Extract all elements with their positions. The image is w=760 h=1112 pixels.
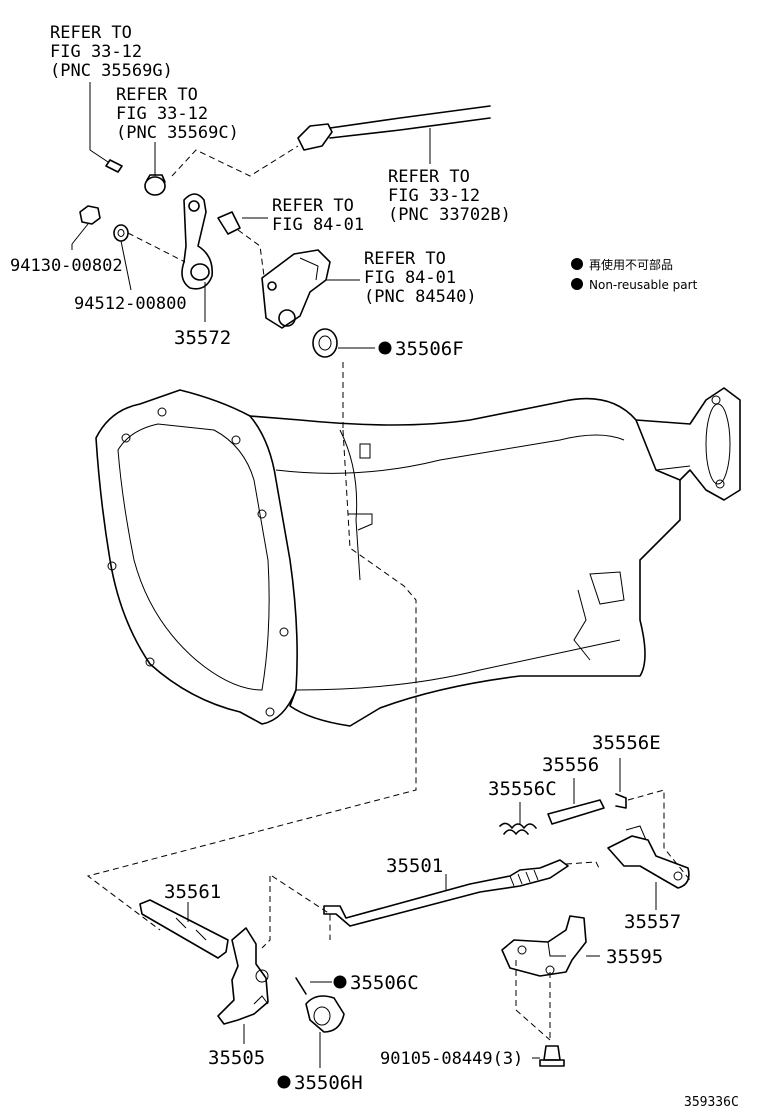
shaft-35561-drawing: [139, 899, 229, 959]
ref-84540-line-2: FIG 84-01: [364, 268, 456, 288]
ref-fig-84-01-line-1: REFER TO: [272, 196, 354, 216]
part-number-35556: 35556: [542, 754, 599, 776]
cable-end-33702b-drawing: [171, 105, 491, 177]
seal-35506h-drawing: [305, 995, 345, 1068]
reference-label-33702b: REFER TO FIG 33-12 (PNC 33702B): [388, 167, 511, 225]
legend-japanese: 再使用不可部品: [589, 257, 673, 272]
reference-label-35569c: REFER TO FIG 33-12 (PNC 35569C): [116, 85, 239, 143]
part-number-35506h: 35506H: [294, 1072, 363, 1094]
ref-84540-line-3: (PNC 84540): [364, 287, 477, 307]
ref-35569g-line-1: REFER TO: [50, 23, 132, 43]
non-reusable-dot-icon: [277, 1075, 291, 1089]
part-number-35572: 35572: [174, 327, 231, 349]
spring-35556c-drawing: [499, 802, 537, 835]
ref-35569c-line-3: (PNC 35569C): [116, 123, 239, 143]
ref-35569g-line-3: (PNC 35569G): [50, 61, 173, 81]
non-reusable-dot-icon: [571, 278, 583, 290]
clip-35556e-drawing: [615, 758, 691, 881]
switch-84540-drawing: [237, 229, 360, 329]
ref-35569g-line-2: FIG 33-12: [50, 42, 142, 62]
part-number-35595: 35595: [606, 946, 663, 968]
ref-33702b-line-2: FIG 33-12: [388, 186, 480, 206]
part-number-35557: 35557: [624, 911, 681, 933]
lever-35557-drawing: [607, 825, 690, 910]
figure-code: 359336C: [684, 1095, 739, 1110]
ref-84540-line-1: REFER TO: [364, 249, 446, 269]
part-number-35556e: 35556E: [592, 732, 661, 754]
ref-35569c-line-2: FIG 33-12: [116, 104, 208, 124]
legend: 再使用不可部品 Non-reusable part: [571, 257, 698, 292]
part-number-35506c: 35506C: [350, 972, 419, 994]
pin-35569g-drawing: [89, 82, 123, 173]
rod-35501-drawing: [323, 859, 601, 927]
pin-35506c-drawing: [295, 977, 332, 995]
bracket-35595-drawing: [501, 915, 600, 1041]
non-reusable-dot-icon: [378, 341, 392, 355]
ref-33702b-line-3: (PNC 33702B): [388, 205, 511, 225]
nut-94130-drawing: [71, 205, 101, 250]
ref-33702b-line-1: REFER TO: [388, 167, 470, 187]
reference-label-84540: REFER TO FIG 84-01 (PNC 84540): [364, 249, 477, 307]
transmission-housing-drawing: [86, 387, 741, 931]
part-number-35506f: 35506F: [395, 338, 464, 360]
part-number-94512: 94512-00800: [74, 294, 187, 314]
part-number-94130: 94130-00802: [10, 256, 123, 276]
detent-plate-35505-drawing: [217, 875, 331, 1044]
bolt-90105-drawing: [532, 1045, 565, 1067]
bushing-35569c-drawing: [144, 142, 166, 196]
part-number-90105: 90105-08449(3): [380, 1049, 523, 1069]
reference-label-fig-84-01: REFER TO FIG 84-01: [272, 196, 364, 235]
part-number-35501: 35501: [386, 855, 443, 877]
non-reusable-dot-icon: [333, 975, 347, 989]
ref-fig-84-01-line-2: FIG 84-01: [272, 215, 364, 235]
bolt-drawing: [217, 211, 268, 235]
pin-35556-drawing: [547, 778, 605, 825]
part-number-35505: 35505: [208, 1047, 265, 1069]
washer-94512-drawing: [113, 224, 186, 291]
non-reusable-dot-icon: [571, 258, 583, 270]
part-number-35561: 35561: [164, 881, 221, 903]
legend-english: Non-reusable part: [589, 278, 698, 292]
part-number-35556c: 35556C: [488, 778, 557, 800]
ref-35569c-line-1: REFER TO: [116, 85, 198, 105]
oil-seal-35506f-drawing: [312, 328, 375, 430]
reference-label-35569g: REFER TO FIG 33-12 (PNC 35569G): [50, 23, 173, 81]
lever-35572-drawing: [181, 193, 214, 322]
